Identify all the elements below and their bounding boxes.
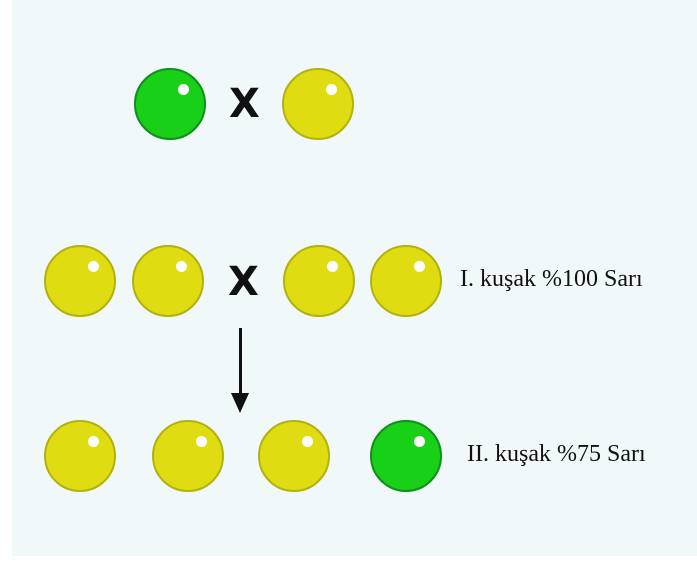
gen2-pea-4 — [370, 420, 442, 492]
arrow-head-icon — [231, 393, 249, 413]
gen1-cross-symbol: X — [228, 259, 259, 305]
pea-highlight — [414, 436, 425, 447]
gen1-pea-3 — [283, 245, 355, 317]
gen1-pea-1 — [44, 245, 116, 317]
pea-highlight — [196, 436, 207, 447]
pea-highlight — [88, 261, 99, 272]
gen1-label: I. kuşak %100 Sarı — [460, 266, 643, 292]
pea-highlight — [178, 84, 189, 95]
gen2-label: II. kuşak %75 Sarı — [467, 441, 646, 467]
pea-highlight — [327, 261, 338, 272]
parent-pea-yellow — [282, 68, 354, 140]
gen2-pea-3 — [258, 420, 330, 492]
gen1-pea-4 — [370, 245, 442, 317]
pea-highlight — [414, 261, 425, 272]
gen1-pea-2 — [132, 245, 204, 317]
parent-cross-symbol: X — [229, 81, 260, 127]
gen2-pea-1 — [44, 420, 116, 492]
pea-highlight — [176, 261, 187, 272]
bottom-strip — [0, 556, 697, 572]
gen2-pea-2 — [152, 420, 224, 492]
pea-highlight — [326, 84, 337, 95]
arrow-down-icon — [239, 328, 242, 398]
parent-pea-green — [134, 68, 206, 140]
pea-highlight — [302, 436, 313, 447]
pea-highlight — [88, 436, 99, 447]
